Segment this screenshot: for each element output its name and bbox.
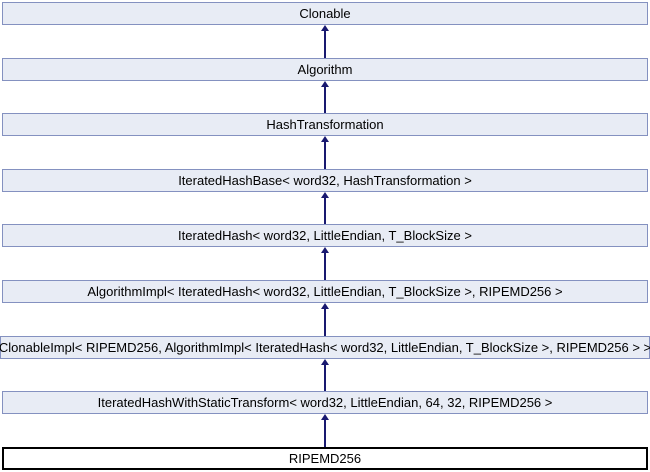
arrow-shaft — [324, 142, 326, 169]
inheritance-arrow-iteratedhashwithstatictransform-to-clonableimpl — [320, 359, 330, 391]
class-node-iterated-hash-base[interactable]: IteratedHashBase< word32, HashTransforma… — [2, 169, 648, 192]
arrow-shaft — [324, 87, 326, 113]
class-node-ripemd256-current: RIPEMD256 — [2, 447, 648, 470]
arrow-shaft — [324, 420, 326, 447]
arrow-head-icon — [321, 414, 329, 420]
arrow-head-icon — [321, 136, 329, 142]
arrow-head-icon — [321, 247, 329, 253]
class-node-algorithm-impl[interactable]: AlgorithmImpl< IteratedHash< word32, Lit… — [2, 280, 648, 303]
inheritance-arrow-iteratedhash-to-iteratedhashbase — [320, 192, 330, 224]
arrow-shaft — [324, 309, 326, 336]
arrow-shaft — [324, 198, 326, 224]
inheritance-arrow-algorithm-to-clonable — [320, 25, 330, 58]
class-node-iterated-hash-with-static-transform[interactable]: IteratedHashWithStaticTransform< word32,… — [2, 391, 648, 414]
class-node-clonable[interactable]: Clonable — [2, 2, 648, 25]
arrow-head-icon — [321, 81, 329, 87]
arrow-head-icon — [321, 25, 329, 31]
inheritance-arrow-hashtransformation-to-algorithm — [320, 81, 330, 113]
arrow-head-icon — [321, 359, 329, 365]
arrow-shaft — [324, 253, 326, 280]
inheritance-arrow-algorithmimpl-to-iteratedhash — [320, 247, 330, 280]
class-node-algorithm[interactable]: Algorithm — [2, 58, 648, 81]
arrow-head-icon — [321, 192, 329, 198]
arrow-head-icon — [321, 303, 329, 309]
inheritance-arrow-clonableimpl-to-algorithmimpl — [320, 303, 330, 336]
inheritance-arrow-iteratedhashbase-to-hashtransformation — [320, 136, 330, 169]
class-node-clonable-impl[interactable]: ClonableImpl< RIPEMD256, AlgorithmImpl< … — [0, 336, 650, 359]
class-node-iterated-hash[interactable]: IteratedHash< word32, LittleEndian, T_Bl… — [2, 224, 648, 247]
arrow-shaft — [324, 365, 326, 391]
inheritance-arrow-ripemd256-to-iteratedhashwithstatictransform — [320, 414, 330, 447]
class-node-hash-transformation[interactable]: HashTransformation — [2, 113, 648, 136]
arrow-shaft — [324, 31, 326, 58]
